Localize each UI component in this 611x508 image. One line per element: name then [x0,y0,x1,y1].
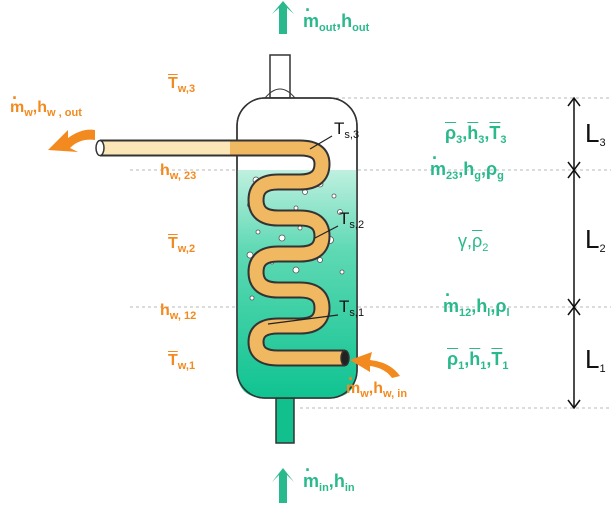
bottom-nozzle [275,397,295,444]
heating-tube [100,141,345,365]
dimension-lines [567,96,581,410]
tw2-label: Tw,2 [168,235,196,255]
inlet-label: min,hin [303,472,355,494]
water-in-arrow [350,352,400,378]
l1-label: L1 [585,344,606,375]
water-out-arrow [48,129,95,152]
ts3-leader [309,135,333,150]
inlet-arrow [272,468,294,503]
hw12-label: hw, 12 [160,302,197,322]
level-lines [130,97,611,409]
water-out-label: mw,hw , out [10,100,82,119]
outlet-label: mout,hout [303,12,369,34]
ts2-label: Ts,2 [339,209,365,231]
water-in-label: mw,hw, in [346,381,407,400]
top-nozzle [269,54,291,99]
l2-label: L2 [585,224,606,255]
zone1-state-label: ρ1,h1,T1 [447,349,509,372]
tw3-label: Tw,3 [168,75,196,95]
tube-end-right [340,349,350,367]
tube-end-left [95,139,105,157]
ts2-leader [314,225,339,239]
interface23-label: m23,hg,ρg [430,160,504,182]
interface12-label: m12,hl,ρl [443,297,510,319]
tw1-label: Tw,1 [168,352,196,372]
l3-label: L3 [585,118,606,149]
zone3-state-label: ρ3,h3,T3 [445,123,507,146]
ts1-leader [267,314,339,325]
ts1-label: Ts,1 [339,297,365,319]
outlet-arrow [272,1,294,34]
ts3-label: Ts,3 [334,119,360,141]
hw23-label: hw, 23 [160,162,197,182]
zone2-state-label: γ,ρ2 [458,231,489,254]
